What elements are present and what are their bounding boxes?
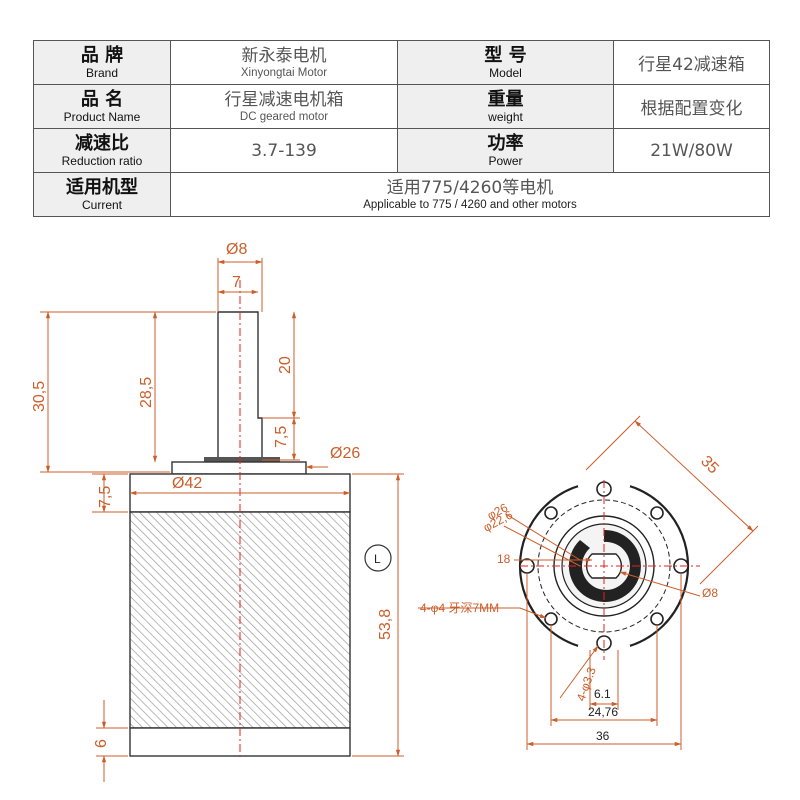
ratio-label-cell: 减速比 Reduction ratio — [33, 128, 171, 173]
side-view: Ø8 7 30,5 28,5 20 7,5 Ø26 7,5 Ø42 — [31, 241, 404, 782]
brand-value-en: Xinyongtai Motor — [240, 66, 328, 79]
power-value: 21W/80W — [650, 140, 733, 161]
dim-flat-length: 20 — [277, 356, 294, 374]
weight-label-cell: 重量 weight — [397, 84, 614, 129]
product-label-en: Product Name — [63, 109, 141, 124]
boss — [171, 461, 307, 475]
dim-overall: 35 — [697, 453, 722, 478]
brand-label-en: Brand — [85, 65, 119, 80]
power-label-en: Power — [488, 153, 523, 168]
dim-flange-height: 7,5 — [97, 486, 114, 508]
weight-value: 根据配置变化 — [640, 99, 743, 119]
shaft-collar — [204, 457, 280, 462]
product-value-en: DC geared motor — [239, 110, 329, 123]
spec-table: 品 牌 Brand 新永泰电机 Xinyongtai Motor 型 号 Mod… — [33, 40, 770, 217]
dim-shoulder: 7,5 — [273, 426, 290, 448]
brand-value: 新永泰电机 — [241, 45, 327, 66]
model-label-cell: 型 号 Model — [397, 40, 614, 85]
front-view: 35 φ26 φ22,6 18 Ø8 4-φ4 牙深7MM 4-φ3.3 6.1… — [418, 415, 759, 750]
model-label: 型 号 — [484, 44, 527, 66]
current-value: 适用775/4260等电机 — [386, 177, 554, 198]
ratio-value-cell: 3.7-139 — [170, 128, 398, 173]
product-value: 行星减速电机箱 — [224, 89, 344, 110]
ratio-value: 3.7-139 — [251, 140, 317, 161]
power-label: 功率 — [487, 132, 524, 154]
product-label: 品 名 — [80, 88, 124, 110]
dim-body-diameter: Ø42 — [172, 475, 202, 492]
length-symbol: L — [374, 552, 381, 566]
dim-mount-holes: 4-φ4 牙深7MM — [420, 601, 499, 615]
weight-label-en: weight — [488, 109, 523, 124]
current-label-en: Current — [81, 197, 122, 212]
dim-front-shaft: Ø8 — [702, 586, 718, 600]
ratio-label: 减速比 — [75, 132, 129, 154]
current-value-cell: 适用775/4260等电机 Applicable to 775 / 4260 a… — [170, 172, 770, 217]
dim-shaft-height: 28,5 — [138, 377, 155, 408]
current-label-cell: 适用机型 Current — [33, 172, 171, 217]
dim-flat-width: 7 — [232, 274, 241, 291]
length-symbol-circle — [364, 544, 392, 572]
dim-w61: 6.1 — [594, 687, 611, 701]
model-label-en: Model — [489, 65, 522, 80]
product-value-cell: 行星减速电机箱 DC geared motor — [170, 84, 398, 129]
power-label-cell: 功率 Power — [397, 128, 614, 173]
dim-boss-diameter: Ø26 — [330, 445, 360, 462]
model-value-cell: 行星42减速箱 — [613, 40, 770, 85]
dim-w36: 36 — [596, 729, 610, 743]
ratio-label-en: Reduction ratio — [61, 153, 143, 168]
current-value-en: Applicable to 775 / 4260 and other motor… — [363, 198, 577, 211]
retaining-clip — [568, 529, 641, 602]
brand-label: 品 牌 — [80, 44, 124, 66]
brand-label-cell: 品 牌 Brand — [33, 40, 171, 85]
dim-shaft-diameter: Ø8 — [226, 241, 247, 258]
dim-bottom-height: 6 — [93, 739, 110, 748]
dim-body-length: 53,8 — [377, 609, 394, 640]
current-label: 适用机型 — [66, 176, 138, 198]
dim-w2476: 24,76 — [588, 705, 618, 719]
dim-total-height: 30,5 — [31, 381, 48, 412]
dim-d18: 18 — [497, 552, 511, 566]
model-value: 行星42减速箱 — [638, 55, 745, 75]
weight-label: 重量 — [487, 88, 524, 110]
